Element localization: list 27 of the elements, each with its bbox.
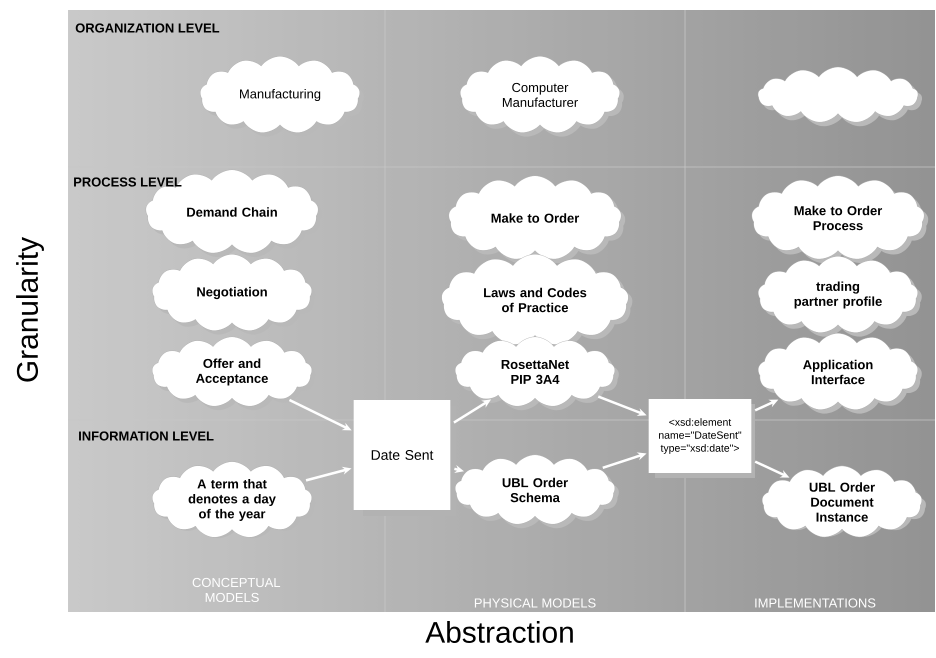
cloud-node: Make to Order Process <box>752 176 928 264</box>
cloud-node <box>758 66 922 126</box>
cloud-node: Make to Order <box>448 176 626 264</box>
cloud-node: Application Interface <box>758 333 922 414</box>
level-heading: INFORMATION LEVEL <box>79 431 214 441</box>
cloud-node: A term that denotes a day of the year <box>152 461 316 538</box>
column-heading: IMPLEMENTATIONS <box>755 598 876 608</box>
node-label: Demand Chain <box>187 207 277 217</box>
column-heading: PHYSICAL MODELS <box>474 598 596 608</box>
cloud-node: Offer and Acceptance <box>152 336 316 410</box>
cloud-node: UBL Order Document Instance <box>762 466 926 538</box>
concept-box: Date Sent <box>354 400 456 516</box>
axis-title: Abstraction <box>425 621 573 643</box>
cloud-node: Negotiation <box>152 254 316 335</box>
cloud-node: UBL Order Schema <box>455 454 619 528</box>
cloud-node: Laws and Codes of Practice <box>441 254 632 349</box>
cloud-node: RosettaNet PIP 3A4 <box>455 336 619 410</box>
node-label: Offer and Acceptance <box>196 358 268 386</box>
cloud-node: Manufacturing <box>200 56 364 137</box>
node-label: Manufacturing <box>240 88 320 102</box>
cloud-node: Computer Manufacturer <box>460 56 624 137</box>
level-heading: ORGANIZATION LEVEL <box>76 23 220 33</box>
node-label: Negotiation <box>197 286 267 300</box>
axis-title: Granularity <box>16 236 44 382</box>
column-heading: CONCEPTUAL MODELS <box>192 578 280 602</box>
cloud-node: trading partner profile <box>758 256 922 337</box>
code-box: <xsd:element name="DateSent" type="xsd:date"> <box>648 399 755 478</box>
